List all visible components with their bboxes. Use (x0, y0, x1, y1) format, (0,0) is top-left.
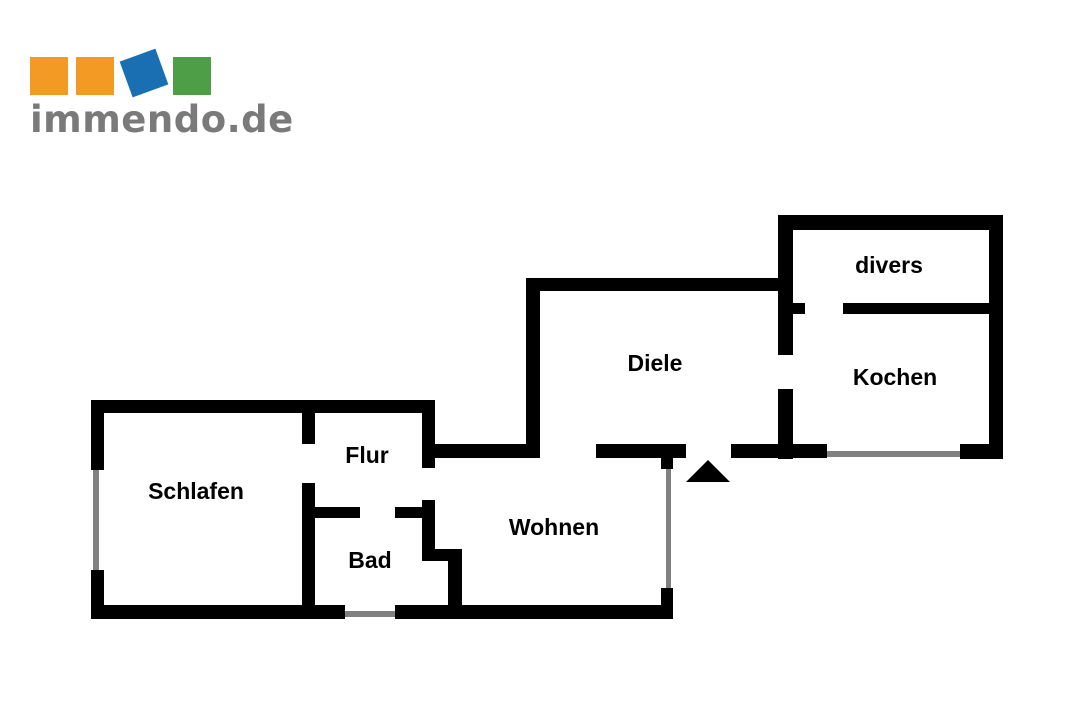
window (345, 611, 395, 617)
logo-square-green (173, 57, 211, 95)
wall (302, 483, 315, 619)
wall (778, 215, 793, 355)
wall (302, 400, 315, 444)
wall (778, 215, 1003, 230)
wall (526, 278, 793, 291)
wall (526, 278, 540, 458)
room-label-wohnen: Wohnen (509, 514, 599, 540)
logo-square-orange-1 (30, 57, 68, 95)
room-label-divers: divers (855, 252, 923, 278)
wall (448, 549, 462, 619)
room-label-diele: Diele (628, 350, 683, 376)
wall (422, 400, 435, 444)
wall (91, 400, 435, 413)
wall (989, 215, 1003, 459)
wall (778, 389, 793, 459)
window (827, 451, 960, 457)
windows (93, 451, 960, 617)
walls (91, 215, 1003, 619)
wall (91, 400, 104, 470)
logo: immendo.de (28, 48, 308, 148)
wall (843, 303, 1003, 314)
room-label-flur: Flur (345, 442, 388, 468)
wall (422, 500, 435, 550)
entrance-arrow-icon (686, 460, 730, 482)
wall (422, 444, 540, 458)
wall (91, 605, 345, 619)
wall (661, 588, 673, 619)
wall (778, 303, 805, 314)
logo-square-orange-2 (76, 57, 114, 95)
logo-squares (28, 48, 228, 100)
room-label-bad: Bad (348, 547, 391, 573)
wall (661, 458, 673, 469)
window (666, 469, 671, 588)
room-label-kochen: Kochen (853, 364, 937, 390)
wall (395, 605, 672, 619)
window (93, 470, 99, 570)
wall (395, 507, 435, 518)
wall (596, 444, 686, 458)
room-labels: Schlafen Flur Bad Wohnen Diele divers Ko… (148, 252, 937, 573)
room-label-schlafen: Schlafen (148, 478, 244, 504)
wall (422, 455, 435, 468)
wall (302, 507, 360, 518)
wall (960, 444, 1003, 459)
logo-text: immendo.de (30, 98, 294, 141)
